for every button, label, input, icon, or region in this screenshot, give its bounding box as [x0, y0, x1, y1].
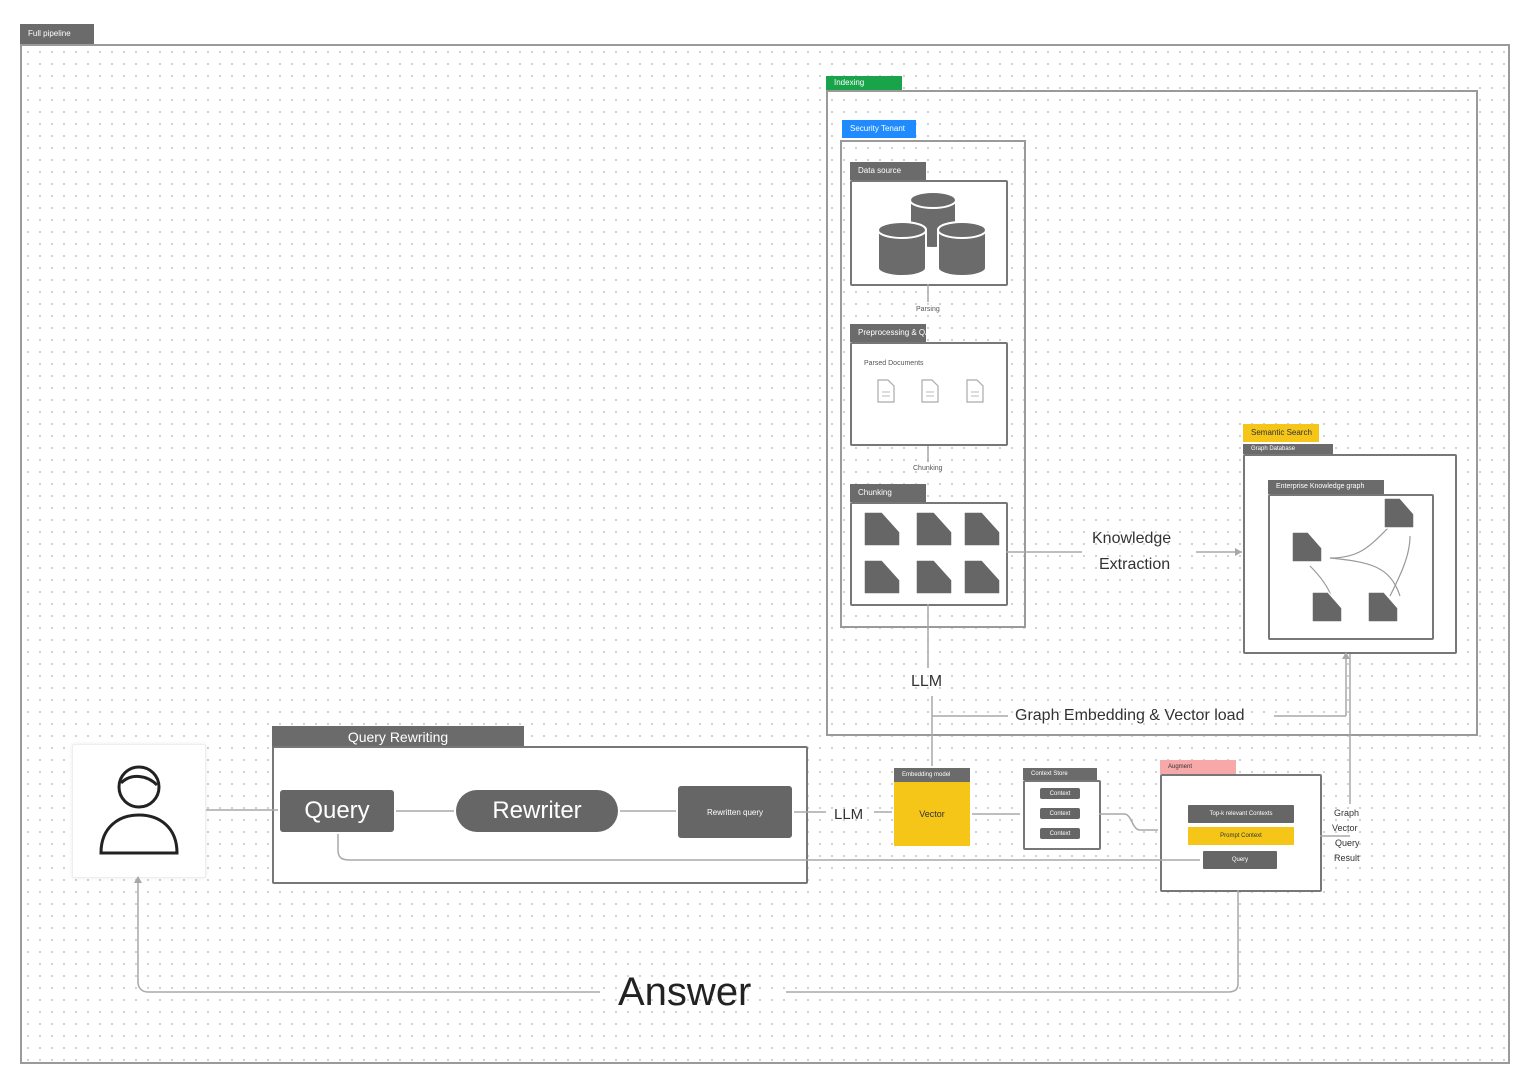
- indexing-tab: Indexing: [826, 76, 902, 90]
- indexing-frame: [826, 90, 1478, 736]
- graph-database-tab: Graph Database: [1243, 444, 1333, 454]
- graph-nodes: [1291, 497, 1415, 623]
- knowledge-graph-box: [1268, 494, 1434, 640]
- data-source-tab: Data source: [850, 162, 926, 180]
- user-icon: [99, 765, 179, 855]
- database-icon: [877, 191, 987, 277]
- outer-frame-tab: Full pipeline: [20, 24, 94, 44]
- user-card: [72, 744, 206, 878]
- augment-tab: Augment: [1160, 760, 1236, 774]
- preprocessing-box: Parsed Documents: [850, 342, 1008, 446]
- edge-label-parsing: Parsing: [916, 306, 940, 313]
- chunk-document-icons: [863, 511, 1001, 595]
- answer-label: Answer: [618, 970, 752, 1014]
- result-label: Result: [1334, 853, 1360, 863]
- augment-prompt-context: Prompt Context: [1188, 827, 1294, 845]
- knowledge-extraction-label-2: Extraction: [1099, 556, 1171, 573]
- graph-embedding-label: Graph Embedding & Vector load: [1015, 707, 1245, 724]
- rewriter-box: Rewriter: [456, 790, 618, 832]
- semantic-search-tab: Semantic Search: [1243, 424, 1319, 442]
- llm-horizontal-label: LLM: [834, 806, 864, 823]
- security-tenant-frame: [840, 140, 1026, 628]
- context-item: Context: [1040, 788, 1080, 799]
- knowledge-extraction-label-1: Knowledge: [1092, 530, 1172, 547]
- context-item: Context: [1040, 808, 1080, 819]
- augment-query: Query: [1203, 851, 1277, 869]
- result-label: Graph: [1334, 808, 1360, 818]
- context-store-tab: Context Store: [1023, 768, 1097, 780]
- result-label: Query: [1335, 838, 1360, 848]
- query-box: Query: [280, 790, 394, 832]
- vector-box: Vector: [894, 782, 970, 846]
- parsed-documents-caption: Parsed Documents: [864, 360, 924, 367]
- query-rewriting-tab: Query Rewriting: [272, 726, 524, 748]
- security-tenant-tab: Security Tenant: [842, 120, 916, 138]
- data-source-box: [850, 180, 1008, 286]
- preprocessing-tab: Preprocessing & QA: [850, 324, 926, 342]
- context-item: Context: [1040, 828, 1080, 839]
- chunking-box: [850, 502, 1008, 606]
- result-label: Vector: [1332, 823, 1358, 833]
- edge-label-chunking: Chunking: [913, 465, 943, 472]
- knowledge-graph-tab: Enterprise Knowledge graph: [1268, 480, 1384, 494]
- parsed-document-icons: [877, 379, 984, 403]
- rewritten-query-box: Rewritten query: [678, 786, 792, 838]
- chunking-tab: Chunking: [850, 484, 926, 502]
- embedding-model-tab: Embedding model: [894, 768, 970, 782]
- augment-top-k: Top-k relevant Contexts: [1188, 805, 1294, 823]
- llm-vertical-label: LLM: [911, 673, 943, 690]
